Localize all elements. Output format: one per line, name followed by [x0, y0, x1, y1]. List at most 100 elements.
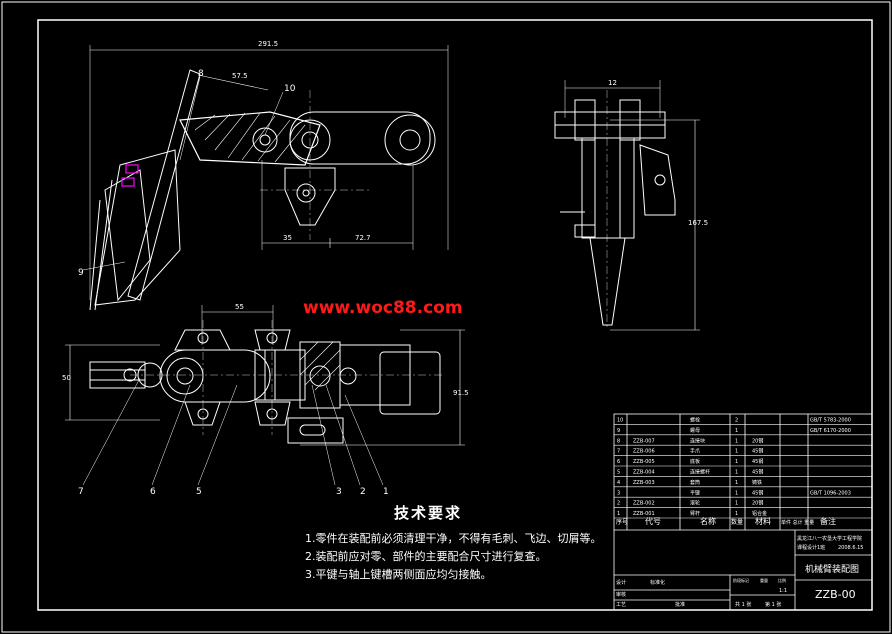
bom-cell-no: 3	[617, 490, 620, 496]
tech-requirement-line: 1.零件在装配前必须清理干净，不得有毛刺、飞边、切屑等。	[305, 532, 602, 545]
role-craft: 工艺	[616, 602, 626, 608]
bom-cell-no: 9	[617, 428, 620, 434]
school-name: 黑龙江八一农垦大学工程学院	[797, 535, 862, 542]
stage-mark: 阶段标记	[733, 577, 749, 583]
bom-cell-qty: 1	[735, 490, 738, 496]
course-name: 课程设计1班	[797, 544, 825, 551]
weight-label: 重量	[760, 577, 768, 583]
bom-cell-qty: 1	[735, 480, 738, 486]
bom-cell-no: 2	[617, 501, 620, 507]
bom-cell-qty: 1	[735, 449, 738, 455]
bom-cell-qty: 2	[735, 418, 738, 424]
bom-header-material: 材料	[755, 516, 771, 526]
bom-cell-no: 4	[617, 480, 620, 486]
bom-table	[613, 413, 873, 611]
role-std: 标准化	[650, 579, 665, 586]
dim-text: 72.7	[355, 234, 371, 242]
bom-cell-name: 连接块	[690, 437, 705, 444]
bom-cell-no: 7	[617, 449, 620, 455]
bom-cell-code: ZZB-007	[633, 438, 655, 444]
bom-cell-name: 螺栓	[690, 417, 700, 424]
dim-text: 91.5	[453, 389, 469, 397]
tech-requirement-line: 3.平键与轴上键槽两侧面应均匀接触。	[305, 568, 492, 581]
bom-cell-qty: 1	[735, 428, 738, 434]
fastener-highlights	[121, 164, 139, 187]
bom-cell-qty: 1	[735, 470, 738, 476]
bom-cell-code: ZZB-003	[633, 480, 655, 486]
dim-text: 35	[283, 234, 292, 242]
plan-view	[65, 305, 465, 486]
bom-cell-material: 45钢	[752, 469, 763, 476]
bom-cell-material: 45钢	[752, 489, 763, 496]
bom-cell-name: 臂杆	[690, 510, 700, 517]
bom-cell-qty: 1	[735, 511, 738, 517]
tech-requirement-line: 2.装配前应对零、部件的主要配合尺寸进行复查。	[305, 550, 547, 563]
bom-cell-material: 铝合金	[752, 510, 767, 517]
bom-cell-remark: GB/T 6170-2000	[810, 428, 851, 434]
part-label: 3	[336, 487, 342, 497]
upper-left-view	[82, 45, 449, 311]
bom-cell-material: 45钢	[752, 448, 763, 455]
bom-cell-name: 滚轮	[690, 500, 700, 507]
dim-text: 50	[62, 374, 71, 382]
bom-header-weight: 单件 总计 重量	[781, 519, 814, 526]
sheet-count: 共 1 张	[735, 601, 751, 608]
date-code: 2008.6.15	[838, 545, 863, 551]
bom-header-no: 序号	[616, 518, 628, 526]
bom-header-qty: 数量	[731, 518, 743, 526]
dim-text: 12	[608, 79, 617, 87]
bom-cell-remark: GB/T 5783-2000	[810, 418, 851, 424]
bom-cell-code: ZZB-001	[633, 511, 655, 517]
inner-frame	[37, 19, 873, 611]
dim-text: 291.5	[258, 40, 278, 48]
part-label: 9	[78, 268, 84, 278]
bom-cell-no: 5	[617, 470, 620, 476]
part-label: 2	[360, 487, 366, 497]
tech-requirements-title: 技术要求	[394, 504, 463, 522]
part-label: 6	[150, 487, 156, 497]
bom-cell-material: 20钢	[752, 437, 763, 444]
bom-cell-name: 手爪	[690, 448, 700, 455]
bom-cell-no: 8	[617, 438, 620, 444]
bom-cell-name: 套筒	[690, 479, 700, 486]
drawing-number: ZZB-00	[815, 588, 856, 601]
side-view	[554, 80, 700, 331]
part-label: 10	[284, 84, 296, 94]
bom-cell-qty: 1	[735, 459, 738, 465]
bom-header-code: 代号	[645, 516, 661, 526]
bom-cell-no: 1	[617, 511, 620, 517]
bom-cell-code: ZZB-002	[633, 501, 655, 507]
bom-header-name: 名称	[700, 516, 716, 526]
ratio-label: 比例	[778, 577, 786, 583]
role-checker: 审核	[616, 591, 626, 598]
dim-text: 55	[235, 303, 244, 311]
bom-cell-name: 平键	[690, 489, 700, 496]
bom-cell-name: 螺母	[690, 427, 700, 434]
drawing-name: 机械臂装配图	[805, 563, 859, 575]
bom-header-remark: 备注	[820, 516, 836, 526]
bom-cell-code: ZZB-005	[633, 459, 655, 465]
bom-cell-material: 20钢	[752, 500, 763, 507]
role-designer: 设计	[616, 579, 626, 586]
bom-cell-code: ZZB-004	[633, 470, 655, 476]
scale-value: 1:1	[779, 588, 787, 594]
dim-text: 57.5	[232, 72, 248, 80]
dim-text: 167.5	[688, 219, 708, 227]
bom-cell-qty: 1	[735, 438, 738, 444]
part-label: 8	[198, 69, 204, 79]
bom-cell-name: 连接螺杆	[690, 469, 710, 476]
bom-cell-qty: 1	[735, 501, 738, 507]
bom-cell-no: 10	[617, 418, 623, 424]
bom-cell-name: 底板	[690, 458, 700, 465]
bom-cell-remark: GB/T 1096-2003	[810, 490, 851, 496]
part-label: 5	[196, 487, 202, 497]
sheet-number: 第 1 张	[765, 601, 781, 608]
part-label: 1	[383, 487, 389, 497]
watermark-text: www.woc88.com	[303, 298, 463, 318]
bom-cell-material: 铸铁	[752, 479, 762, 486]
bom-cell-material: 45钢	[752, 458, 763, 465]
role-approve: 批准	[675, 601, 685, 608]
bom-cell-code: ZZB-006	[633, 449, 655, 455]
